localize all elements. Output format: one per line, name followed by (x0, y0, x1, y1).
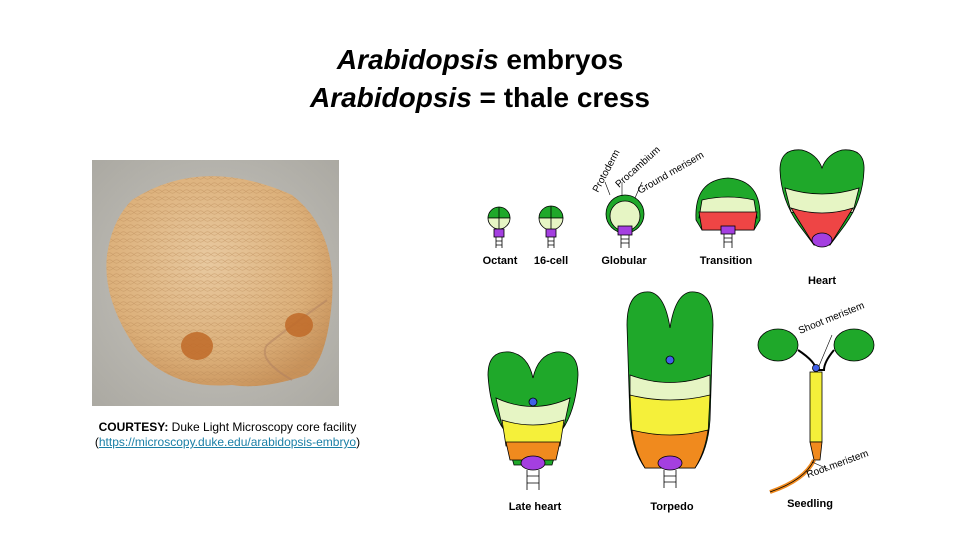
title-line-1: Arabidopsis embryos (336, 44, 624, 75)
embryo-stages-diagram: Octant 16-cell Globular Transition Heart… (483, 144, 875, 513)
late-heart-embryo (487, 351, 579, 490)
label-transition: Transition (700, 255, 753, 267)
label-seedling: Seedling (787, 498, 833, 510)
label-late-heart: Late heart (509, 501, 562, 513)
courtesy-caption: COURTESY: Duke Light Microscopy core fac… (98, 420, 357, 434)
transition-embryo (695, 177, 761, 248)
title-line-2: Arabidopsis = thale cress (309, 82, 651, 113)
courtesy-link-line: (https://microscopy.duke.edu/arabidopsis… (94, 435, 361, 449)
sixteen-cell-embryo (538, 205, 564, 248)
label-16-cell: 16-cell (534, 255, 568, 267)
label-heart: Heart (808, 275, 836, 287)
courtesy-link[interactable]: https://microscopy.duke.edu/arabidopsis-… (98, 435, 357, 449)
globular-embryo (605, 194, 645, 248)
octant-embryo (487, 206, 511, 248)
torpedo-embryo (626, 291, 714, 488)
label-torpedo: Torpedo (650, 501, 693, 513)
embryo-micrograph (92, 160, 339, 406)
label-octant: Octant (483, 255, 518, 267)
heart-embryo (779, 149, 865, 248)
label-globular: Globular (601, 255, 647, 267)
seedling (757, 328, 875, 494)
